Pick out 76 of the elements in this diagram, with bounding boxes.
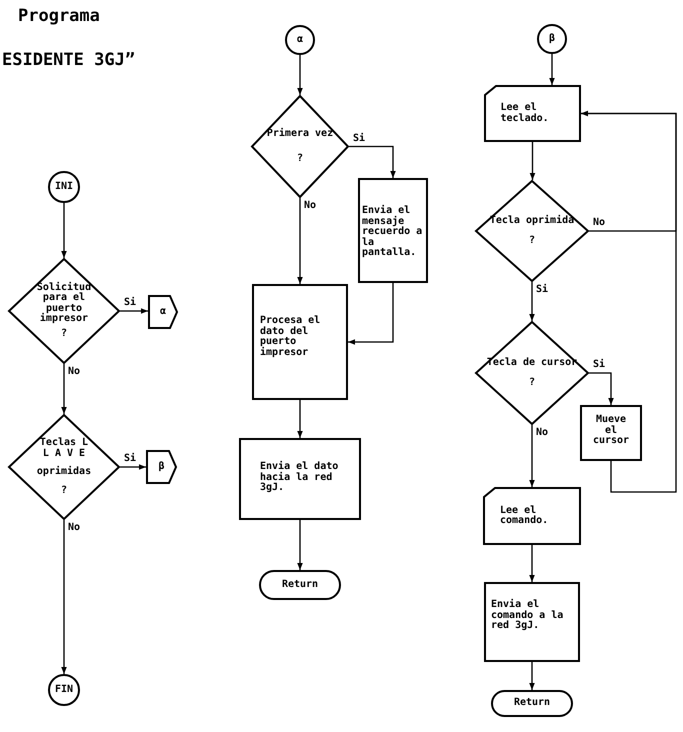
arrow [549, 54, 555, 85]
offpage-connector [146, 450, 177, 484]
edge-label: No [535, 427, 550, 438]
arrow [61, 520, 67, 674]
arrow [529, 545, 535, 582]
node-label: β [548, 34, 556, 44]
terminator [491, 690, 573, 717]
connector-circle [48, 171, 80, 203]
node-label: Return [280, 580, 320, 590]
arrow [581, 110, 677, 493]
node-label: oprimidas [36, 467, 92, 478]
edge-label: Si [592, 359, 606, 370]
node-label: Envia el comando a la red 3gJ. [491, 600, 564, 632]
node-label: INI [54, 182, 74, 192]
arrow [120, 308, 148, 314]
node-label: ? [296, 154, 304, 164]
arrow [61, 203, 67, 258]
connector-circle [285, 25, 315, 55]
node-label: Return [512, 698, 552, 709]
arrow [297, 198, 303, 284]
decision-diamond [475, 321, 589, 425]
process-box [580, 405, 642, 461]
arrow [61, 364, 67, 414]
arrow [529, 662, 535, 690]
process-box [252, 284, 348, 400]
node-label: Envia el dato hacia la red 3gJ. [260, 462, 340, 494]
arrow [589, 372, 614, 405]
node-label: Lee el teclado. [500, 103, 550, 124]
edge-label: No [67, 366, 82, 377]
node-label: Primera vez [266, 129, 334, 140]
subtitle: ESIDENTE 3GJ” [2, 50, 136, 70]
node-label: Mueve el cursor [592, 415, 630, 446]
node-label: ? [60, 486, 68, 496]
edge-label: Si [352, 132, 366, 144]
arrow [297, 55, 303, 95]
node-label: β [157, 462, 166, 472]
arrow [529, 282, 535, 321]
node-label: Tecla oprimida [488, 216, 576, 226]
process-box [358, 178, 428, 283]
edge-label: No [592, 217, 606, 228]
connector-circle [48, 674, 80, 706]
arrow [120, 464, 146, 470]
title: Programa [18, 6, 100, 26]
node-label: α [158, 306, 168, 318]
node-label: Lee el comando. [500, 506, 550, 526]
input-card [484, 85, 581, 142]
arrow [530, 142, 536, 180]
input-card [483, 487, 581, 545]
node-label: Teclas L L A V E [38, 438, 90, 459]
arrow [297, 400, 303, 438]
edge-label: No [303, 200, 318, 211]
node-label: FIN [54, 684, 74, 696]
decision-diamond [8, 258, 120, 364]
arrow [529, 425, 535, 487]
terminator [259, 570, 341, 600]
node-label: Envia el mensaje recuerdo a la pantalla. [362, 206, 424, 258]
node-label: ? [60, 328, 68, 340]
edge-label: Si [535, 284, 550, 295]
decision-diamond [475, 180, 589, 282]
node-label: ? [528, 378, 536, 388]
process-box [484, 582, 580, 662]
connector-circle [537, 24, 567, 54]
decision-diamond [251, 95, 349, 198]
arrow [348, 283, 394, 345]
edge-label: No [67, 522, 82, 533]
node-label: Procesa el dato del puerto impresor [260, 316, 322, 358]
process-box [239, 438, 361, 520]
decision-diamond [8, 414, 120, 520]
offpage-connector [148, 295, 178, 329]
node-label: Solicitud para el puerto impresor [36, 282, 92, 325]
edge-label: Si [123, 297, 138, 308]
arrow [297, 520, 303, 570]
node-label: ? [528, 236, 536, 246]
edge-label: Si [123, 453, 138, 464]
arrow [349, 146, 396, 178]
node-label: α [296, 34, 304, 46]
